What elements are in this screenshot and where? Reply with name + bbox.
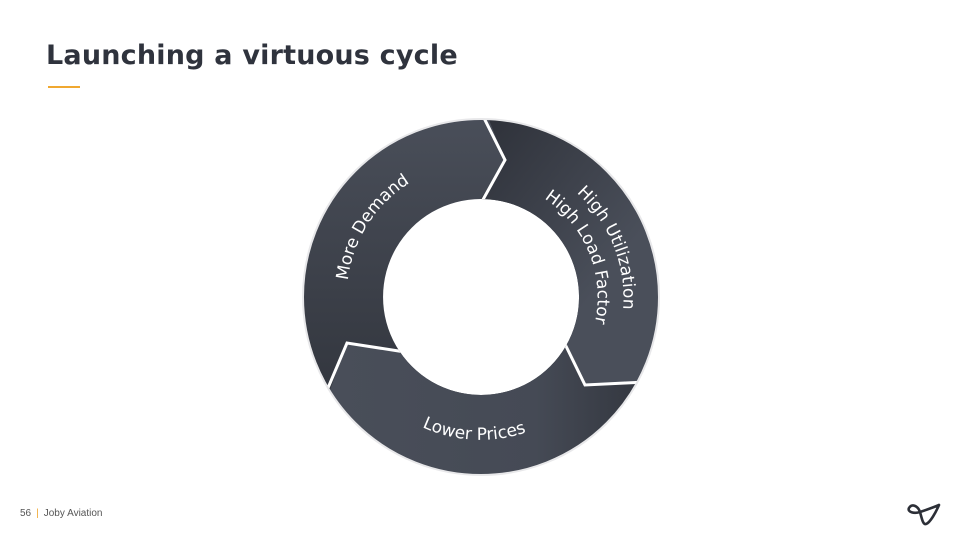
separator-arrow (478, 119, 507, 206)
slide-title: Launching a virtuous cycle (46, 40, 458, 71)
footer-separator: | (36, 508, 39, 519)
joby-logo-icon (907, 503, 941, 526)
separator-arrow (561, 339, 646, 387)
company-name: Joby Aviation (43, 508, 103, 519)
separator-arrow (323, 341, 406, 396)
title-underline (48, 86, 80, 88)
page-number: 56 (20, 508, 32, 519)
footer: 56 | Joby Aviation (20, 508, 102, 519)
